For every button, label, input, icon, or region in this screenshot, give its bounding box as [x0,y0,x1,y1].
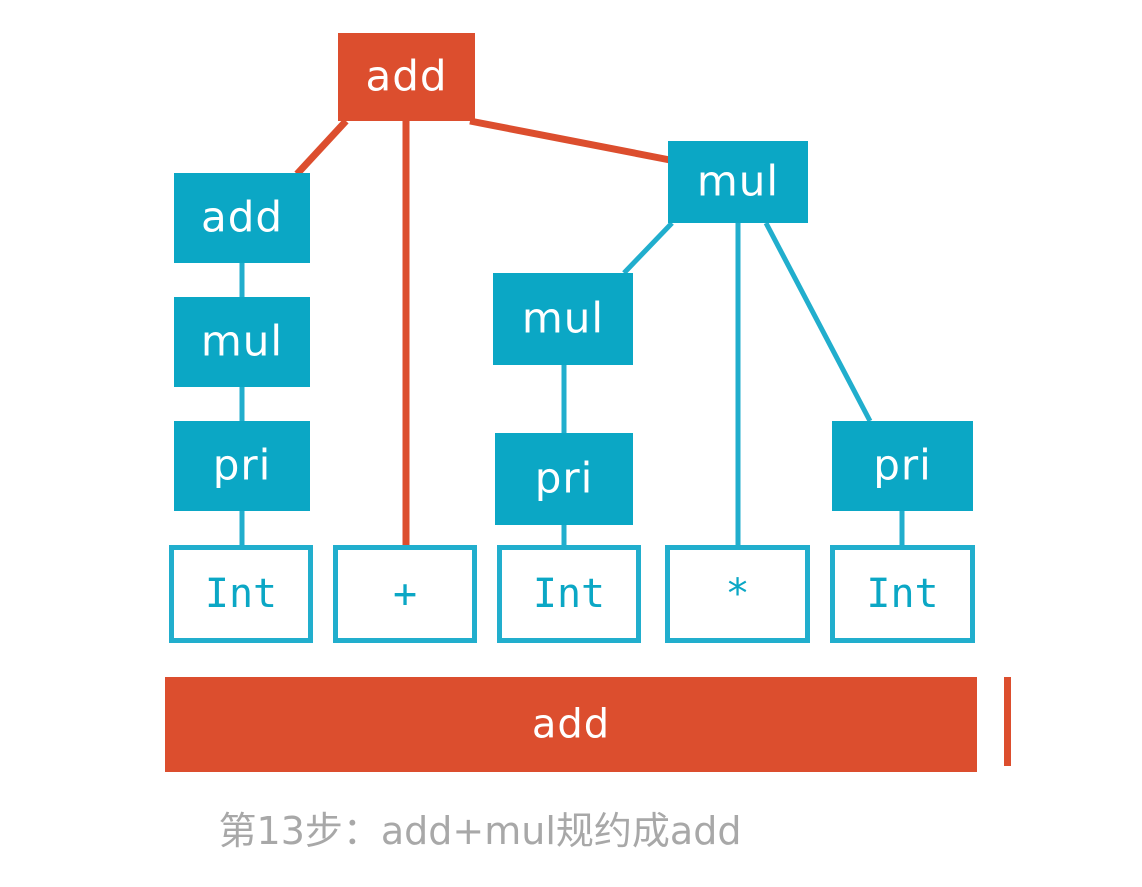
token-token-star[interactable]: * [665,545,810,643]
result-bar-label: add [532,702,610,748]
node-left-mul[interactable]: mul [174,297,310,387]
node-root-add[interactable]: add [338,33,475,121]
node-label: mul [522,294,604,343]
step-caption: 第13步：add+mul规约成add [218,809,742,853]
token-box [497,545,641,643]
nodes-layer: add add mul pri mul mul pri pri [174,33,973,525]
node-label: pri [213,441,272,490]
token-token-int-2[interactable]: Int [497,545,641,643]
node-box [668,141,808,223]
node-label: add [201,193,283,242]
token-box [665,545,810,643]
node-box [174,297,310,387]
node-right-mul[interactable]: mul [668,141,808,223]
node-box [832,421,973,511]
node-box [338,33,475,121]
edge-rmul-to-midmul [622,221,674,275]
token-box [169,545,313,643]
node-box [495,433,633,525]
result-bar-box [165,677,977,772]
token-token-int-3[interactable]: Int [830,545,975,643]
node-left-pri[interactable]: pri [174,421,310,511]
node-far-right-pri[interactable]: pri [832,421,973,511]
node-label: pri [535,454,594,503]
node-mid-pri[interactable]: pri [495,433,633,525]
node-box [493,273,633,365]
node-label: mul [697,157,779,206]
node-box [174,421,310,511]
edge-root-to-left-add [294,118,349,177]
bars-layer: add [165,677,1011,772]
node-label: add [365,52,447,101]
token-token-plus[interactable]: + [333,545,477,643]
token-label: Int [866,571,938,617]
token-label: Int [205,571,277,617]
token-box [830,545,975,643]
node-mid-mul[interactable]: mul [493,273,633,365]
node-box [174,173,310,263]
edge-root-to-right-mul [469,117,671,164]
token-label: + [393,571,417,617]
tokens-layer: Int + Int * Int [169,545,975,643]
token-token-int-1[interactable]: Int [169,545,313,643]
token-label: Int [533,571,605,617]
edge-rmul-to-farpri [763,221,873,423]
node-left-add[interactable]: add [174,173,310,263]
node-label: mul [201,317,283,366]
token-label: * [725,571,749,617]
node-label: pri [873,441,932,490]
cursor-marker-bar [1004,677,1011,766]
token-box [333,545,477,643]
result-bar[interactable]: add [165,677,977,772]
